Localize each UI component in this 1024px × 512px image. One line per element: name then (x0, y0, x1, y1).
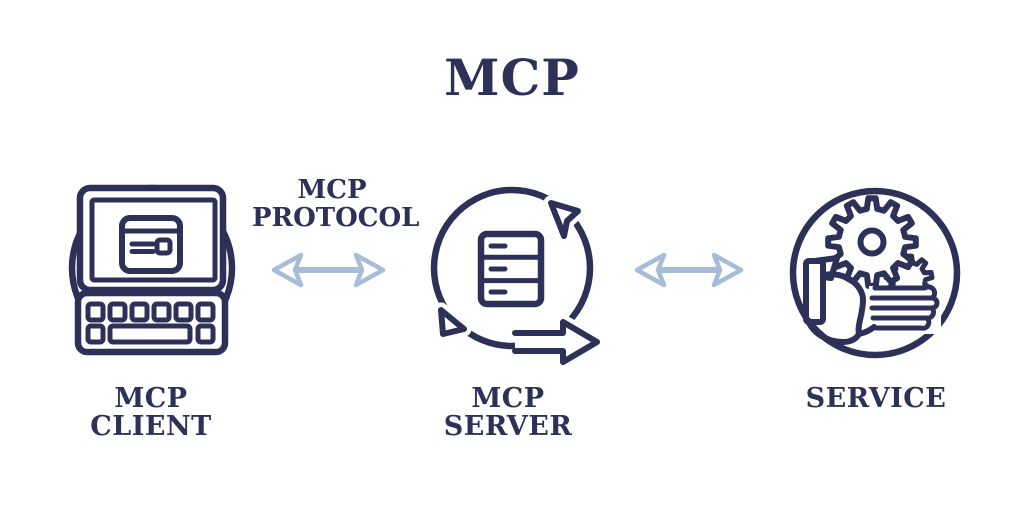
keyboard (74, 289, 229, 356)
client-label-line1: MCP (114, 383, 188, 414)
server-label: MCP SERVER (408, 385, 608, 441)
service-circle (789, 187, 961, 359)
server-service-bidirectional-arrow-icon (634, 252, 744, 288)
arrowhead-top-right (548, 200, 581, 239)
client-server-bidirectional-arrow-icon (271, 252, 386, 288)
protocol-label: MCP PROTOCOL (252, 175, 420, 233)
fingers (869, 284, 940, 331)
protocol-label-line1: MCP (297, 175, 367, 205)
palm (805, 317, 877, 345)
sync-circle-arrows (430, 186, 605, 370)
client-label-line2: CLIENT (90, 411, 212, 442)
cuff (803, 258, 826, 325)
diagram-title: MCP (444, 48, 580, 107)
spacebar-key (107, 323, 193, 345)
browser-window (119, 215, 183, 274)
hand (803, 255, 941, 345)
server-sync-icon (430, 186, 605, 370)
thumb (821, 271, 866, 337)
hand-gear-icon (789, 187, 961, 359)
service-label: SERVICE (776, 385, 976, 413)
service-label-line1: SERVICE (805, 383, 947, 414)
client-label: MCP CLIENT (51, 385, 251, 441)
gear-center-hole (857, 227, 887, 257)
server-stack (477, 230, 545, 308)
client-device-icon (68, 184, 236, 356)
arrowhead-bottom-left (438, 307, 467, 337)
server-label-line1: MCP (471, 383, 545, 414)
outgoing-right-arrow (512, 319, 600, 365)
server-label-line2: SERVER (443, 411, 573, 442)
protocol-label-line2: PROTOCOL (252, 203, 420, 233)
